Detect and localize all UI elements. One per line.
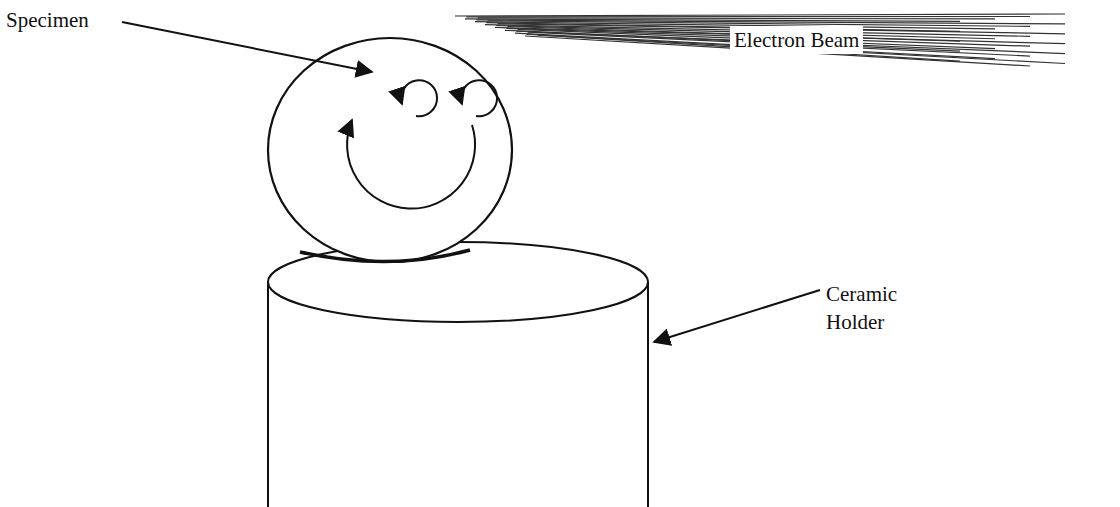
beam-stroke [466,16,1030,18]
electron-beam [455,14,1065,66]
specimen-leader [122,22,372,72]
beam-stroke [455,14,1065,16]
beam-label: Electron Beam [730,26,863,54]
specimen-sphere [268,38,512,262]
ceramic-holder [268,242,648,507]
part-label: Specimen [6,6,89,34]
circulation-arrows [347,80,497,208]
holder-leader [654,290,820,342]
part-label: Ceramic Holder [826,280,918,337]
